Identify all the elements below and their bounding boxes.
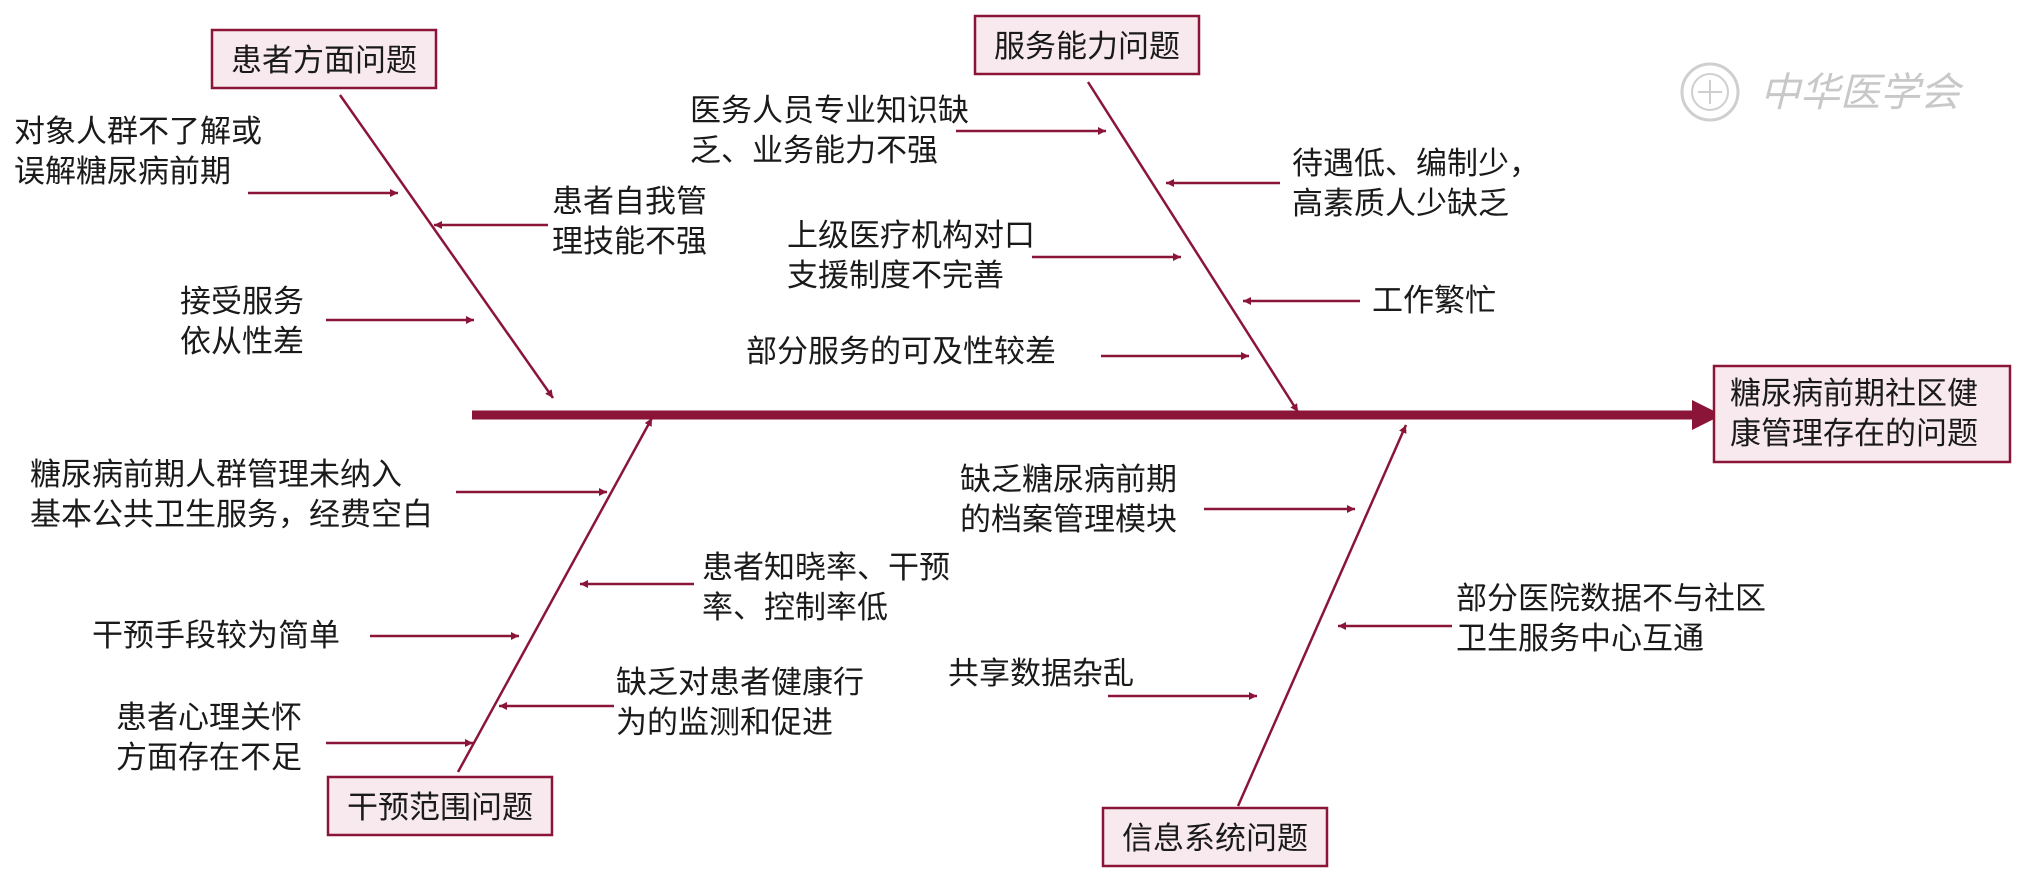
- category-intervention-label: 干预范围问题: [347, 790, 533, 826]
- cause-6-line2: 支援制度不完善: [787, 258, 1004, 294]
- bone-info: [1236, 424, 1408, 807]
- category-info-label: 信息系统问题: [1122, 821, 1308, 857]
- cause-1-line2: 误解糖尿病前期: [14, 154, 231, 190]
- cause-12-line2: 为的监测和促进: [616, 705, 833, 741]
- cause-15-line1: 部分医院数据不与社区: [1456, 581, 1766, 617]
- cause-11-line1: 干预手段较为简单: [92, 618, 340, 654]
- category-patient-label: 患者方面问题: [231, 43, 417, 79]
- cause-14-line1: 缺乏糖尿病前期: [960, 462, 1177, 498]
- cause-6-line1: 上级医疗机构对口: [787, 218, 1035, 254]
- cause-8-line1: 部分服务的可及性较差: [746, 334, 1056, 370]
- cause-10-line2: 率、控制率低: [702, 590, 888, 626]
- cause-13-line1: 患者心理关怀: [116, 700, 302, 736]
- category-box-info: [1101, 806, 1329, 868]
- cause-9-line1: 糖尿病前期人群管理未纳入: [30, 457, 402, 493]
- cause-16-line1: 共享数据杂乱: [948, 656, 1134, 692]
- cause-4-line2: 乏、业务能力不强: [690, 133, 938, 169]
- effect-label-line1: 糖尿病前期社区健: [1730, 376, 1978, 412]
- cause-15-line2: 卫生服务中心互通: [1456, 621, 1704, 657]
- category-service-label: 服务能力问题: [994, 29, 1180, 65]
- watermark-text: 中华医学会: [1760, 70, 1964, 116]
- bone-intervention: [456, 417, 654, 773]
- effect-label-line2: 康管理存在的问题: [1730, 416, 1978, 452]
- cause-14-line2: 的档案管理模块: [960, 502, 1177, 538]
- effect-box: [1712, 364, 2012, 464]
- cause-1-line1: 对象人群不了解或: [14, 114, 262, 150]
- cause-3-line1: 接受服务: [180, 284, 304, 320]
- spine-arrowhead: [1692, 400, 1722, 430]
- cause-7-line1: 工作繁忙: [1372, 283, 1496, 319]
- cause-12-line1: 缺乏对患者健康行: [616, 665, 864, 701]
- cause-10-line1: 患者知晓率、干预: [702, 550, 950, 586]
- cause-4-line1: 医务人员专业知识缺: [690, 93, 969, 129]
- cause-5-line2: 高素质人少缺乏: [1292, 186, 1509, 222]
- category-box-intervention: [326, 775, 554, 837]
- bone-service: [1086, 81, 1300, 413]
- bone-patient: [338, 94, 555, 399]
- category-box-patient: [210, 28, 438, 90]
- cause-9-line2: 基本公共卫生服务，经费空白: [30, 497, 433, 533]
- category-box-service: [973, 14, 1201, 76]
- watermark-seal-icon: [1680, 62, 1740, 122]
- cause-2-line2: 理技能不强: [552, 224, 707, 260]
- cause-13-line2: 方面存在不足: [116, 740, 302, 776]
- cause-5-line1: 待遇低、编制少，: [1292, 146, 1540, 182]
- cause-3-line2: 依从性差: [180, 324, 304, 360]
- cause-2-line1: 患者自我管: [552, 184, 707, 220]
